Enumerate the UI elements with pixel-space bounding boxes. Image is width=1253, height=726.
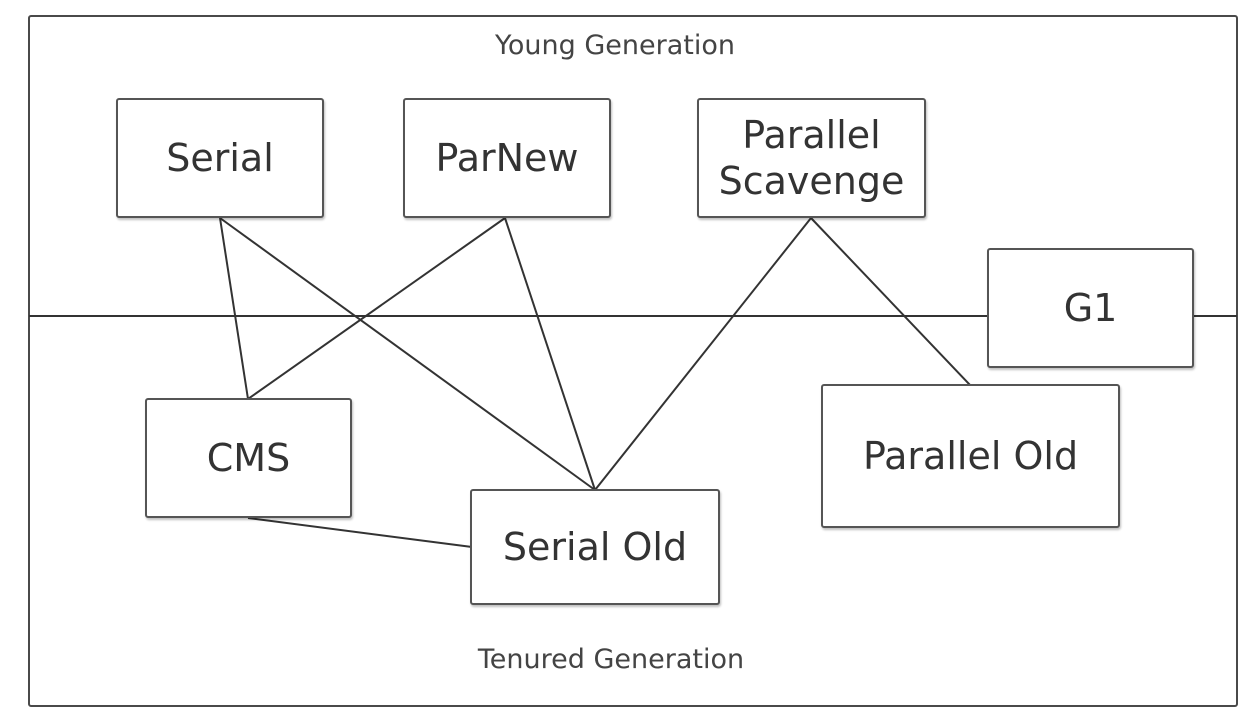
node-parallel-old: Parallel Old xyxy=(821,384,1120,528)
node-parnew-label: ParNew xyxy=(435,136,579,180)
edge-parnew-serial-old xyxy=(504,217,596,491)
edge-parnew-cms xyxy=(247,217,506,400)
node-cms: CMS xyxy=(145,398,352,518)
node-cms-label: CMS xyxy=(206,436,291,480)
node-parnew: ParNew xyxy=(403,98,611,218)
node-parallel-scavenge-label: Parallel Scavenge xyxy=(718,113,905,203)
edge-serial-cms xyxy=(219,217,249,400)
edge-parallel-scavenge-parallel-old xyxy=(810,217,971,386)
young-generation-label: Young Generation xyxy=(495,30,735,61)
node-serial: Serial xyxy=(116,98,324,218)
node-parallel-scavenge: Parallel Scavenge xyxy=(697,98,926,218)
node-serial-old-label: Serial Old xyxy=(502,525,688,569)
node-g1: G1 xyxy=(987,248,1194,368)
edge-parallel-scavenge-serial-old xyxy=(594,217,812,491)
node-serial-label: Serial xyxy=(166,136,274,180)
tenured-generation-label: Tenured Generation xyxy=(477,644,745,675)
edge-cms-serial-old xyxy=(247,517,473,548)
node-g1-label: G1 xyxy=(1063,286,1118,330)
node-parallel-old-label: Parallel Old xyxy=(862,434,1079,478)
edge-serial-serial-old xyxy=(219,217,596,491)
diagram-frame xyxy=(28,15,1238,707)
node-serial-old: Serial Old xyxy=(470,489,720,605)
